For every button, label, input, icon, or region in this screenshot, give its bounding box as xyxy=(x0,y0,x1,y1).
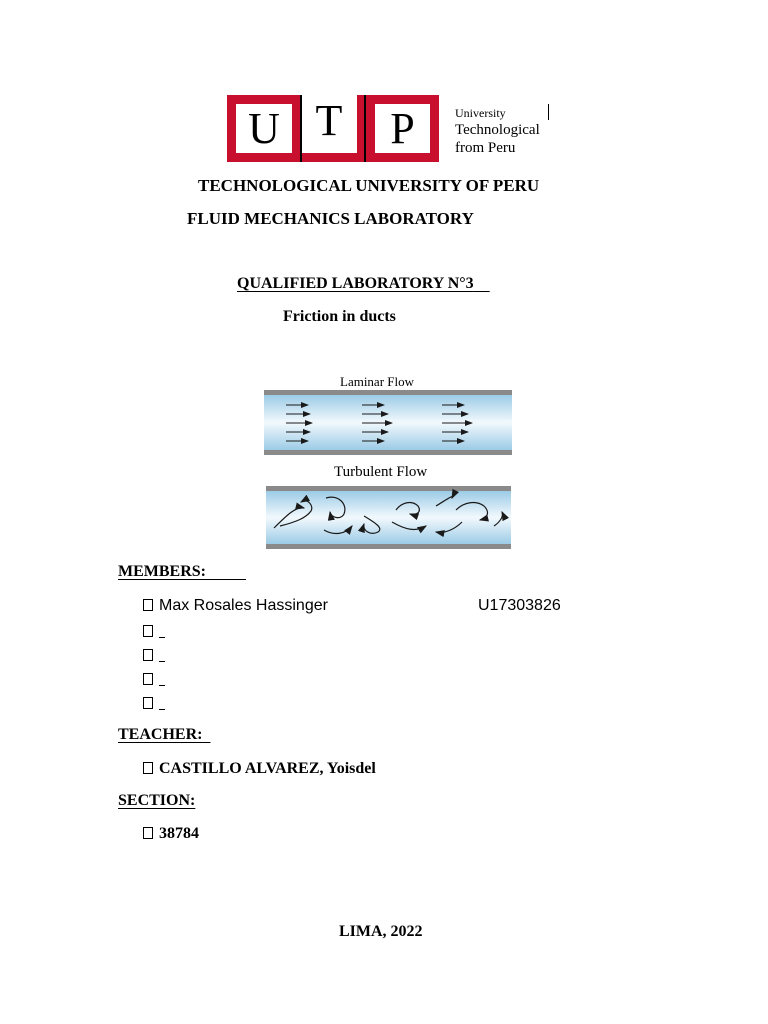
member-code: U17303826 xyxy=(478,597,561,614)
bullet-icon xyxy=(143,673,153,685)
teacher-row: CASTILLO ALVAREZ, Yoisdel xyxy=(143,759,376,779)
member-row-2 xyxy=(143,622,165,642)
logo-tagline-3: from Peru xyxy=(455,140,516,156)
member-blank xyxy=(159,673,165,686)
bullet-icon xyxy=(143,625,153,637)
bullet-icon xyxy=(143,649,153,661)
member-blank xyxy=(159,649,165,662)
logo-tagline-2: Technological xyxy=(455,122,540,138)
logo-divider xyxy=(548,104,549,120)
bullet-icon xyxy=(143,697,153,709)
logo-letter-u: U xyxy=(248,104,280,153)
logo-letter-box-p: P xyxy=(366,95,439,162)
bullet-icon xyxy=(143,827,153,839)
teacher-name: CASTILLO ALVAREZ, Yoisdel xyxy=(159,760,376,777)
logo-letter-box-u: U xyxy=(227,95,301,162)
section-value: 38784 xyxy=(159,825,199,842)
turbulent-flow-diagram xyxy=(266,486,511,549)
member-row-1: Max Rosales Hassinger U17303826 xyxy=(143,596,643,616)
logo-letter-box-t: T xyxy=(292,95,366,162)
member-blank xyxy=(159,625,165,638)
teacher-heading: TEACHER: xyxy=(118,726,203,743)
logo-letter-p: P xyxy=(390,104,415,153)
bullet-icon xyxy=(143,762,153,774)
logo-letter-t: T xyxy=(315,96,343,145)
laminar-flow-diagram xyxy=(264,390,512,455)
member-name: Max Rosales Hassinger xyxy=(159,597,328,614)
member-blank xyxy=(159,697,165,710)
member-row-5 xyxy=(143,694,165,714)
lab-name: FLUID MECHANICS LABORATORY xyxy=(187,209,474,228)
members-heading: MEMBERS: xyxy=(118,563,206,580)
report-subtitle: Friction in ducts xyxy=(283,308,396,325)
section-heading: SECTION: xyxy=(118,792,196,809)
place-year: LIMA, 2022 xyxy=(339,923,423,940)
laminar-flow-label: Laminar Flow xyxy=(340,374,415,389)
logo-tagline-1: University xyxy=(455,106,506,120)
turbulent-flow-label: Turbulent Flow xyxy=(334,464,428,480)
section-row: 38784 xyxy=(143,824,199,844)
report-title: QUALIFIED LABORATORY N°3 xyxy=(237,275,474,292)
university-name: TECHNOLOGICAL UNIVERSITY OF PERU xyxy=(198,176,540,195)
member-row-4 xyxy=(143,670,165,690)
member-row-3 xyxy=(143,646,165,666)
bullet-icon xyxy=(143,599,153,611)
